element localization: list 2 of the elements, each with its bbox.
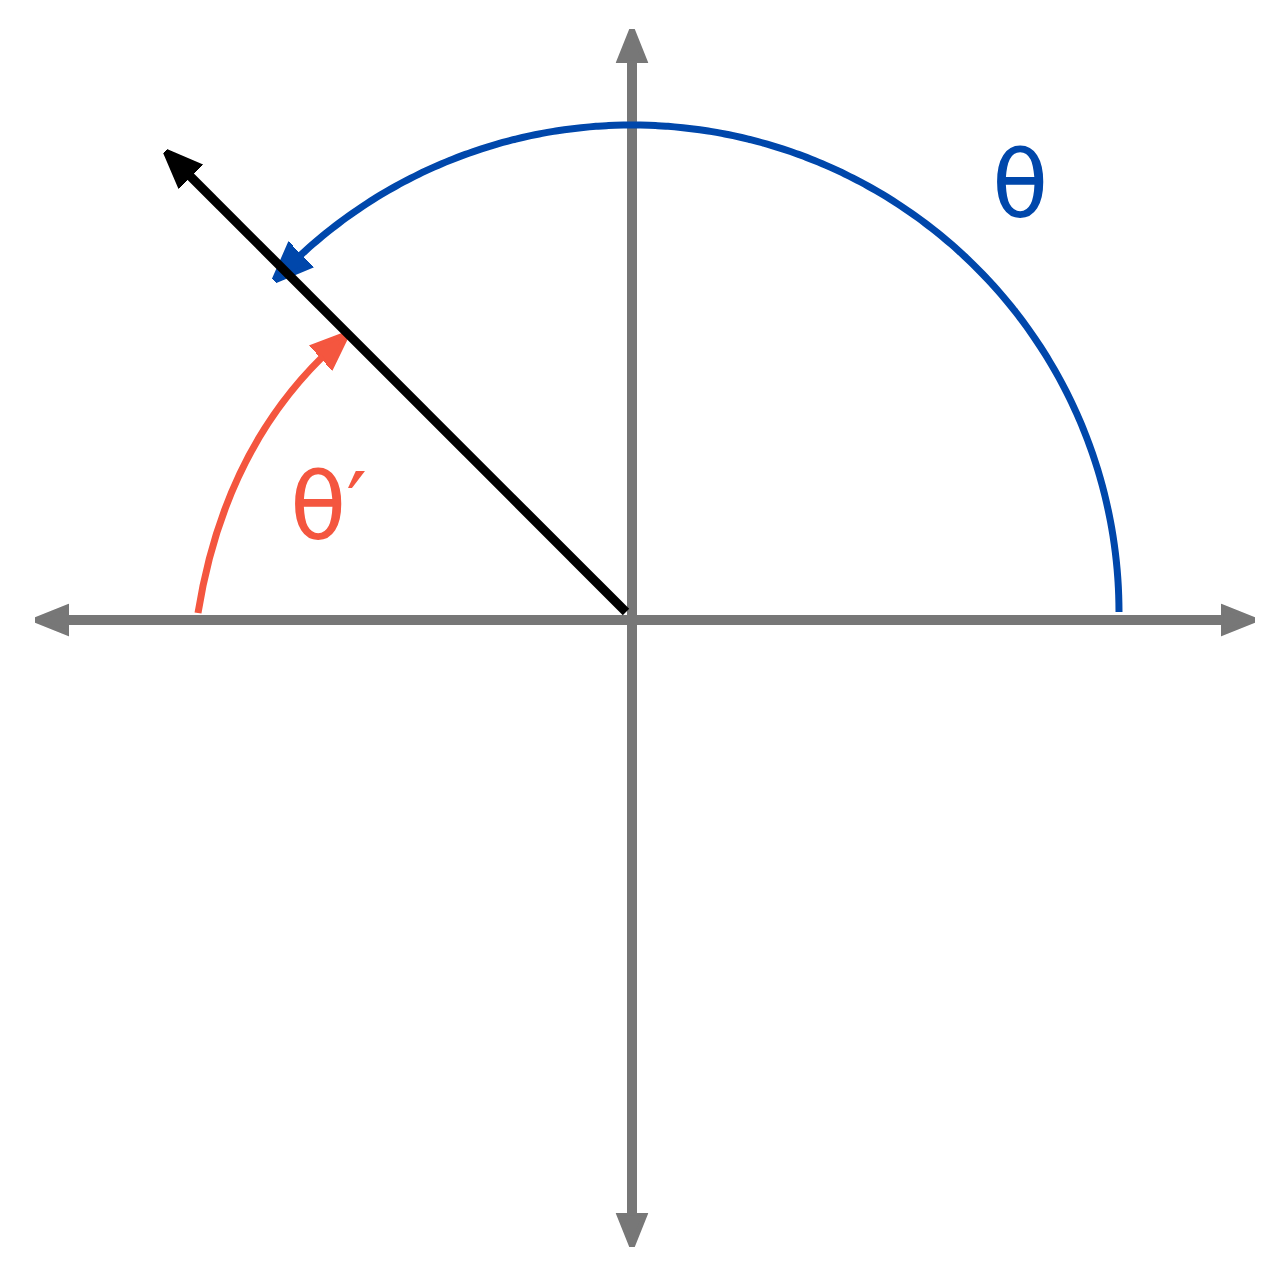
angle-label: θ′ <box>290 462 368 554</box>
angle-label: θ <box>992 140 1049 232</box>
